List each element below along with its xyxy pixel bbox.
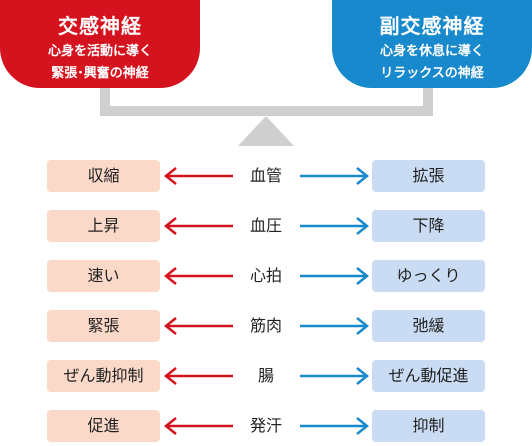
right-arrow-icon: [300, 317, 370, 335]
left-arrow-icon: [163, 367, 233, 385]
left-arrow-icon: [163, 167, 233, 185]
comparison-row: 速い 心拍 ゆっくり: [0, 260, 532, 296]
parasympathetic-effect: 抑制: [372, 410, 485, 442]
body-function-label: 血圧: [249, 216, 282, 235]
right-arrow-icon: [300, 167, 370, 185]
sympathetic-effect: ぜん動抑制: [47, 360, 160, 392]
right-arrow-icon: [300, 417, 370, 435]
comparison-row: 促進 発汗 抑制: [0, 410, 532, 446]
sympathetic-effect: 促進: [47, 410, 160, 442]
parasympathetic-effect: ぜん動促進: [372, 360, 485, 392]
parasympathetic-title: 副交感神経: [379, 14, 485, 38]
parasympathetic-header: 副交感神経 心身を休息に導く リラックスの神経: [332, 0, 532, 88]
parasympathetic-effect: 弛緩: [372, 310, 485, 342]
body-function-label: 血管: [249, 166, 282, 185]
sympathetic-subtitle-2: 緊張･興奮の神経: [51, 66, 149, 81]
comparison-row: 緊張 筋肉 弛緩: [0, 310, 532, 346]
sympathetic-header: 交感神経 心身を活動に導く 緊張･興奮の神経: [0, 0, 200, 88]
sympathetic-title: 交感神経: [58, 14, 142, 38]
left-arrow-icon: [163, 267, 233, 285]
sympathetic-effect: 収縮: [47, 160, 160, 192]
left-arrow-icon: [163, 417, 233, 435]
comparison-row: 上昇 血圧 下降: [0, 210, 532, 246]
right-arrow-icon: [300, 217, 370, 235]
parasympathetic-effect: ゆっくり: [372, 260, 485, 292]
comparison-row: ぜん動抑制 腸 ぜん動促進: [0, 360, 532, 396]
parasympathetic-effect: 下降: [372, 210, 485, 242]
body-function-label: 心拍: [249, 266, 282, 285]
body-function-label: 筋肉: [249, 316, 282, 335]
parasympathetic-subtitle-2: リラックスの神経: [380, 66, 484, 81]
comparison-row: 収縮 血管 拡張: [0, 160, 532, 196]
body-function-label: 腸: [257, 366, 274, 385]
parasympathetic-subtitle-1: 心身を休息に導く: [379, 44, 484, 59]
sympathetic-effect: 速い: [47, 260, 160, 292]
body-function-label: 発汗: [249, 416, 282, 435]
balance-beam: [100, 86, 433, 116]
sympathetic-effect: 上昇: [47, 210, 160, 242]
right-arrow-icon: [300, 267, 370, 285]
left-arrow-icon: [163, 217, 233, 235]
parasympathetic-effect: 拡張: [372, 160, 485, 192]
right-arrow-icon: [300, 367, 370, 385]
sympathetic-subtitle-1: 心身を活動に導く: [47, 44, 152, 59]
balance-pivot: [238, 116, 294, 146]
sympathetic-effect: 緊張: [47, 310, 160, 342]
left-arrow-icon: [163, 317, 233, 335]
